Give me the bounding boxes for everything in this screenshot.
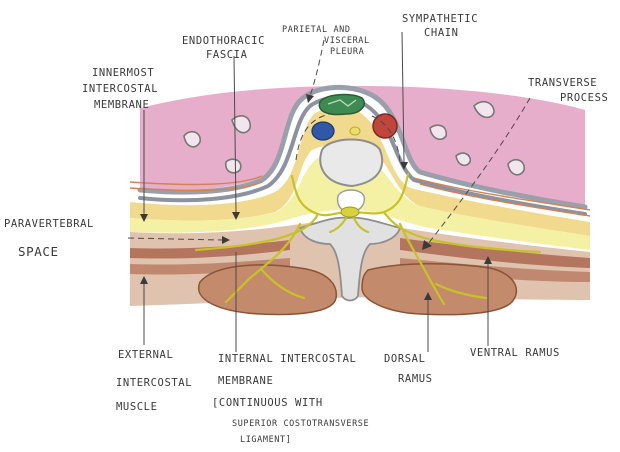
- label-pleura-3: PLEURA: [330, 47, 364, 57]
- label-transverse-process-2: PROCESS: [560, 92, 608, 104]
- azygos-vein: [312, 122, 334, 140]
- label-pleura-2: VISCERAL: [324, 36, 370, 46]
- label-internal-1: INTERNAL INTERCOSTAL: [218, 353, 356, 365]
- label-internal-2: MEMBRANE: [218, 375, 273, 387]
- label-innermost-2: INTERCOSTAL: [82, 83, 158, 95]
- erector-spinae-right: [362, 264, 516, 315]
- label-external-1: EXTERNAL: [118, 349, 173, 361]
- label-internal-4: SUPERIOR COSTOTRANSVERSE: [232, 419, 369, 429]
- label-endothoracic-fascia-1: ENDOTHORACIC: [182, 35, 265, 47]
- label-internal-5: LIGAMENT]: [240, 435, 291, 445]
- label-external-2: INTERCOSTAL: [116, 377, 192, 389]
- label-external-3: MUSCLE: [116, 401, 158, 413]
- label-transverse-process-1: TRANSVERSE: [528, 77, 597, 89]
- lung-vessel-3: [226, 159, 241, 173]
- sympathetic-ganglion: [341, 207, 359, 217]
- label-ventral-ramus: VENTRAL RAMUS: [470, 347, 560, 359]
- label-dorsal-ramus-2: RAMUS: [398, 373, 433, 385]
- label-sympathetic-chain-1: SYMPATHETIC: [402, 13, 478, 25]
- label-paravertebral-2: SPACE: [18, 244, 59, 259]
- label-innermost-1: INNERMOST: [92, 67, 154, 79]
- label-internal-3: [CONTINUOUS WITH: [212, 397, 323, 409]
- label-pleura-1: PARIETAL AND: [282, 25, 351, 35]
- vertebral-body: [320, 140, 382, 187]
- label-endothoracic-fascia-2: FASCIA: [206, 49, 248, 61]
- label-dorsal-ramus-1: DORSAL: [384, 353, 426, 365]
- label-paravertebral-1: PARAVERTEBRAL: [4, 218, 94, 230]
- label-sympathetic-chain-2: CHAIN: [424, 27, 459, 39]
- thoracic-duct: [350, 127, 360, 135]
- esophagus: [373, 114, 397, 138]
- aorta: [319, 95, 364, 115]
- label-innermost-3: MEMBRANE: [94, 99, 149, 111]
- erector-spinae-left: [199, 265, 337, 315]
